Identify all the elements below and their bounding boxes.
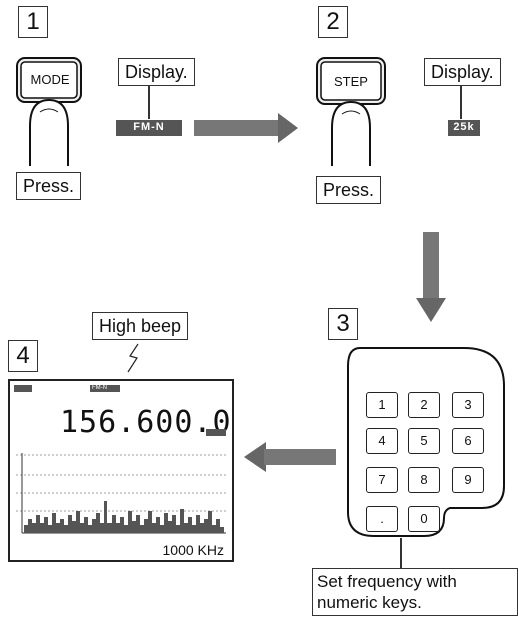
span-readout: 1000 KHz: [162, 542, 224, 558]
step-number-3: 3: [328, 308, 358, 340]
arrow-left-icon: [244, 442, 336, 472]
key-3[interactable]: 3: [452, 392, 484, 418]
display-connector-2: [460, 85, 462, 119]
mode-button-illustration: [16, 56, 82, 168]
keypad-connector: [400, 538, 402, 568]
frequency-readout: 156.600.0: [60, 405, 232, 440]
lcd-step-indicator: 25k: [448, 120, 480, 136]
keypad-note: Set frequency with numeric keys.: [312, 568, 518, 616]
note-line-1: Set frequency with: [317, 572, 457, 591]
key-2[interactable]: 2: [408, 392, 440, 418]
key-9[interactable]: 9: [452, 467, 484, 493]
lcd-step-tag: [206, 429, 226, 436]
step-number-2: 2: [318, 6, 348, 38]
key-dot[interactable]: .: [366, 506, 398, 532]
key-8[interactable]: 8: [408, 467, 440, 493]
step-number-1: 1: [18, 6, 48, 38]
radio-lcd-screen: FM-N 156.600.0 1000 KHz: [8, 379, 234, 562]
step-button-label: STEP: [334, 74, 368, 89]
display-label-1: Display.: [118, 58, 195, 86]
key-6[interactable]: 6: [452, 428, 484, 454]
lcd-small-tag: [14, 385, 32, 392]
arrow-down-icon: [416, 232, 446, 322]
key-4[interactable]: 4: [366, 428, 398, 454]
key-0[interactable]: 0: [408, 506, 440, 532]
arrow-right-icon: [194, 113, 298, 143]
spectrum-scope: [16, 453, 226, 534]
lcd-mode-indicator: FM-N: [116, 120, 182, 136]
lcd-mode-tag: FM-N: [90, 385, 120, 392]
key-7[interactable]: 7: [366, 467, 398, 493]
key-5[interactable]: 5: [408, 428, 440, 454]
finger-press-icon: [16, 57, 82, 166]
beep-lightning-icon: [127, 343, 139, 373]
key-1[interactable]: 1: [366, 392, 398, 418]
display-label-2: Display.: [424, 58, 501, 86]
mode-button-label: MODE: [30, 72, 70, 87]
step-button-illustration: [316, 56, 386, 168]
step-number-4: 4: [8, 340, 38, 372]
press-label-2: Press.: [316, 176, 382, 204]
high-beep-label: High beep: [92, 312, 189, 340]
display-connector-1: [148, 85, 150, 119]
finger-press-icon: [316, 57, 386, 166]
note-line-2: numeric keys.: [317, 593, 422, 612]
press-label-1: Press.: [16, 172, 82, 200]
